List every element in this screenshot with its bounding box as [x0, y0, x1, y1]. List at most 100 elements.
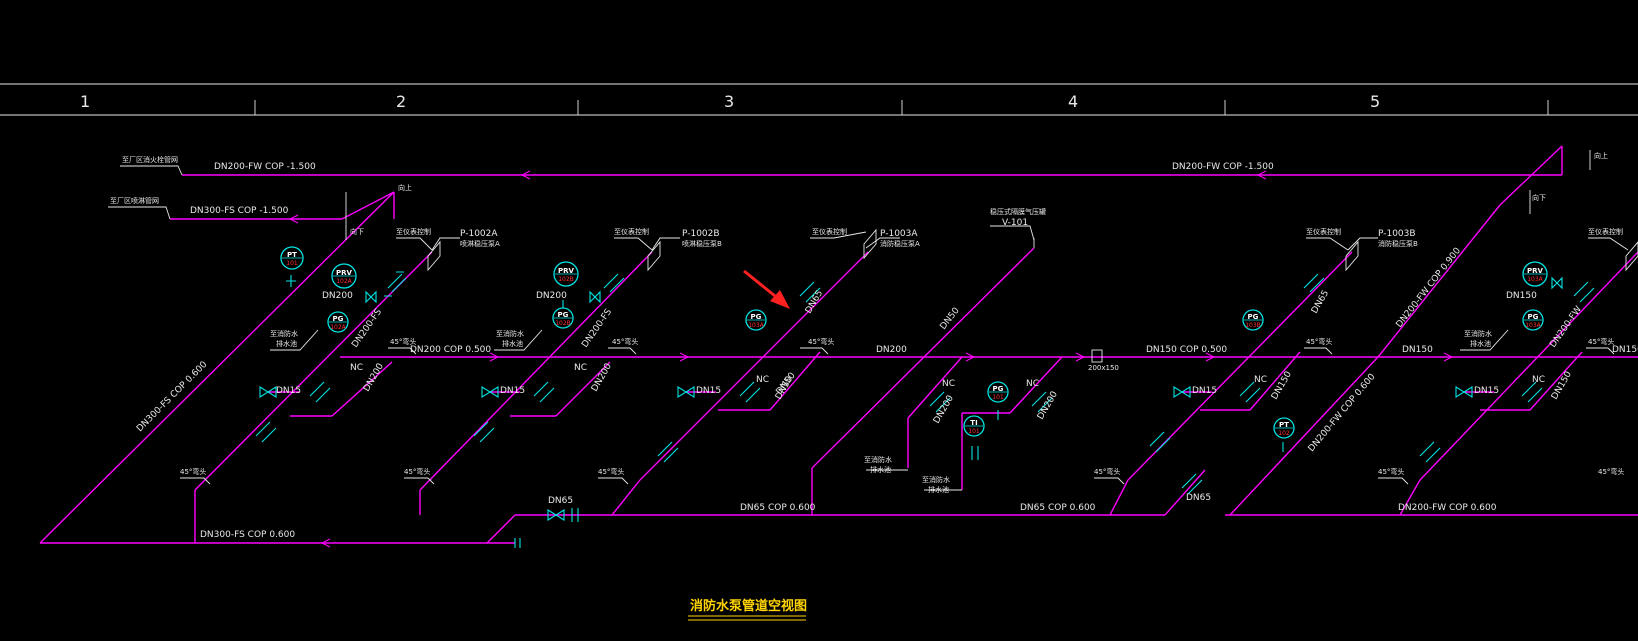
label-dn15-2: DN15: [500, 386, 525, 396]
label-drain-5b: 排水池: [1470, 339, 1491, 348]
label-elbow-8: 45°弯头: [612, 337, 638, 346]
instrument-tag: 103A: [1525, 322, 1541, 329]
pump-bodies: [345, 150, 1638, 363]
label-branch-dn150: DN150: [1506, 291, 1537, 301]
label-branch-dn200-1: DN200: [322, 291, 353, 301]
label-branch-dn65-1: DN65: [804, 289, 825, 316]
grid-label-2: 2: [396, 92, 406, 111]
pump-body-p1003b-2: [1625, 241, 1638, 272]
label-nc-4: NC: [942, 379, 955, 389]
label-branch-dn200fw: DN200-FW: [1548, 304, 1584, 349]
label-branch-dn200-2: DN200: [536, 291, 567, 301]
instrument-tag: 102A: [336, 278, 352, 285]
label-branch-dn200-5: DN200: [932, 394, 956, 426]
label-dn65-right: DN65: [1186, 493, 1211, 503]
pump-desc-1: 喷淋稳压泵A: [460, 239, 500, 248]
label-up-1: 向上: [398, 183, 412, 192]
instrument-type: PRV: [1527, 267, 1544, 275]
label-bottom-fs: DN300-FS COP 0.600: [200, 530, 295, 540]
label-drain-1b: 排水池: [276, 339, 297, 348]
label-dn65-valve: DN65: [548, 496, 573, 506]
label-branch-dn150-3: DN150: [1550, 370, 1574, 402]
label-elbow-11: 45°弯头: [1588, 337, 1614, 346]
instrument-type: PG: [751, 313, 762, 321]
equipment-labels: 至仪表控制 P-1002A 喷淋稳压泵A 至仪表控制 P-1002B 喷淋稳压泵…: [396, 207, 1623, 248]
pump-ctrl-1: 至仪表控制: [396, 227, 431, 236]
label-branch-dn200-3: DN200: [362, 362, 386, 394]
pump-tag-1: P-1002A: [460, 229, 498, 239]
instrument-tag: 101: [286, 260, 298, 267]
label-up-2: 向上: [1594, 151, 1608, 160]
instrument-type: PT: [1279, 421, 1289, 429]
instrument-type: PRV: [336, 269, 353, 277]
label-drain-3b: 排水池: [870, 465, 891, 474]
label-dn15-5: DN15: [1474, 386, 1499, 396]
pump-ctrl-2: 至仪表控制: [614, 227, 649, 236]
instrument-tag: 101: [968, 428, 980, 435]
pump-tag-4: P-1003B: [1378, 229, 1416, 239]
instrument-type: PRV: [558, 267, 575, 275]
pipe-labels: DN200-FW COP -1.500 DN200-FW COP -1.500 …: [110, 155, 1638, 540]
label-elbow-7: 45°弯头: [390, 337, 416, 346]
label-top-fw-right: DN200-FW COP -1.500: [1172, 162, 1274, 172]
label-header-dn150-c: DN150: [1612, 345, 1638, 355]
label-nc-3: NC: [756, 375, 769, 385]
label-header-dn200: DN200 COP 0.500: [410, 345, 491, 355]
annotation-arrow: [743, 269, 790, 309]
label-branch-dn200-fs-2: DN200-FS: [580, 307, 614, 350]
label-branch-dn150-2: DN150: [1270, 370, 1294, 402]
label-drain-5a: 至消防水: [1464, 329, 1492, 338]
instrument-tag: 102A: [330, 324, 346, 331]
label-elbow-4: 45°弯头: [1094, 467, 1120, 476]
label-elbow-5: 45°弯头: [1378, 467, 1404, 476]
pump-desc-2: 喷淋稳压泵B: [682, 239, 722, 248]
pump-desc-4: 消防稳压泵B: [1378, 239, 1418, 248]
instrument-tag: 102: [1278, 430, 1290, 437]
grid-label-4: 4: [1068, 92, 1078, 111]
pump-body-p1002b: [647, 240, 661, 272]
label-drain-2a: 至消防水: [496, 329, 524, 338]
instrument-type: PG: [1528, 313, 1539, 321]
flow-arrows: [288, 170, 1454, 548]
instrument-type: PG: [333, 315, 344, 323]
instrument-tag: 102B: [555, 320, 571, 327]
label-elbow-1: 45°弯头: [180, 467, 206, 476]
label-diag-fs: DN300-FS COP 0.600: [135, 360, 210, 435]
label-nc-1: NC: [350, 363, 363, 373]
label-nc-2: NC: [574, 363, 587, 373]
tank-tag: V-101: [1002, 218, 1028, 228]
label-reducer: 200x150: [1088, 364, 1119, 372]
pump-tag-2: P-1002B: [682, 229, 720, 239]
label-down-2: 向下: [1532, 193, 1546, 202]
label-drain-2b: 排水池: [502, 339, 523, 348]
label-dn15-3: DN15: [696, 386, 721, 396]
pump-body-p1003b: [1345, 240, 1359, 272]
instrument-type: PG: [1248, 313, 1259, 321]
instrument-type: PG: [558, 311, 569, 319]
valve-group: [255, 271, 1595, 548]
label-dn15-4: DN15: [1192, 386, 1217, 396]
drawing-title-text: 消防水泵管道空视图: [690, 598, 807, 614]
label-branch-dn65-2: DN65: [1310, 289, 1331, 316]
label-elbow-2: 45°弯头: [404, 467, 430, 476]
instrument-tag: 103A: [748, 322, 764, 329]
pump-tag-3: P-1003A: [880, 229, 918, 239]
label-nc-5: NC: [1026, 379, 1039, 389]
instrument-type: PT: [287, 251, 297, 259]
label-drain-4b: 排水池: [928, 485, 949, 494]
label-tank-pipe: DN50: [938, 306, 962, 332]
label-drain-3a: 至消防水: [864, 455, 892, 464]
pump-ctrl-4: 至仪表控制: [1306, 227, 1341, 236]
instrument-tag: 103B: [1245, 322, 1261, 329]
label-diag-fw: DN200-FW COP 0.600: [1307, 372, 1378, 454]
pump-ctrl-5: 至仪表控制: [1588, 227, 1623, 236]
instrument-type: PG: [993, 385, 1004, 393]
instrument-tag: 101: [992, 394, 1004, 401]
